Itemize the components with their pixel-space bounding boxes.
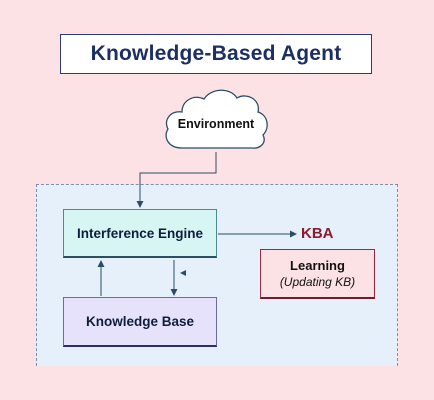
title-box: Knowledge-Based Agent xyxy=(60,34,372,74)
diagram-title: Knowledge-Based Agent xyxy=(90,42,342,65)
engine-node: Interference Engine xyxy=(63,209,217,258)
environment-label: Environment xyxy=(177,117,255,131)
knowledge-base-node: Knowledge Base xyxy=(63,297,217,347)
cloud-icon xyxy=(165,89,268,149)
learning-node: Learning (Updating KB) xyxy=(260,249,375,299)
knowledge-base-label: Knowledge Base xyxy=(85,314,195,329)
learning-title: Learning xyxy=(290,258,345,273)
engine-label: Interference Engine xyxy=(76,225,204,241)
environment-node: Environment xyxy=(160,85,272,155)
kba-label: KBA xyxy=(301,225,334,242)
environment-to-engine-arrow xyxy=(136,152,217,208)
learning-subtitle: (Updating KB) xyxy=(279,275,356,289)
small-left-arrow xyxy=(180,270,186,276)
